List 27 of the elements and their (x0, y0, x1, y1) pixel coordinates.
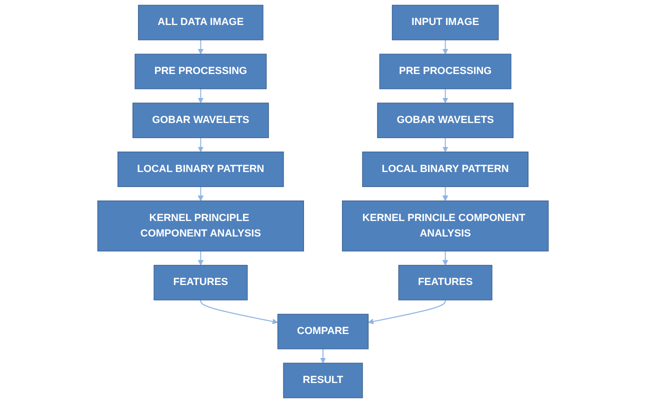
arrow (198, 186, 204, 202)
node-box: LOCAL BINARY PATTERN (362, 152, 528, 188)
arrow (442, 137, 448, 152)
arrow (198, 39, 204, 54)
arrow (442, 39, 448, 54)
node-box: PRE PROCESSING (134, 54, 267, 90)
arrow (320, 348, 326, 364)
arrow (442, 250, 448, 266)
node-box: KERNEL PRINCILE COMPONENT ANALYSIS (342, 200, 549, 252)
node-box: FEATURES (154, 264, 248, 300)
node-box: KERNEL PRINCIPLE COMPONENT ANALYSIS (97, 200, 304, 252)
arrow (200, 300, 278, 324)
node-box: GOBAR WAVELETS (132, 102, 269, 138)
node-box: COMPARE (277, 314, 369, 350)
arrow (442, 88, 448, 104)
arrow (442, 186, 448, 202)
arrow (198, 88, 204, 104)
node-box: PRE PROCESSING (379, 54, 512, 90)
node-box: ALL DATA IMAGE (138, 4, 264, 40)
node-box: GOBAR WAVELETS (377, 102, 514, 138)
arrow (198, 137, 204, 152)
arrow (368, 300, 446, 324)
node-box: LOCAL BINARY PATTERN (118, 152, 284, 188)
node-box: FEATURES (398, 264, 492, 300)
node-box: INPUT IMAGE (392, 4, 499, 40)
node-box: RESULT (283, 362, 363, 398)
arrow (198, 250, 204, 266)
